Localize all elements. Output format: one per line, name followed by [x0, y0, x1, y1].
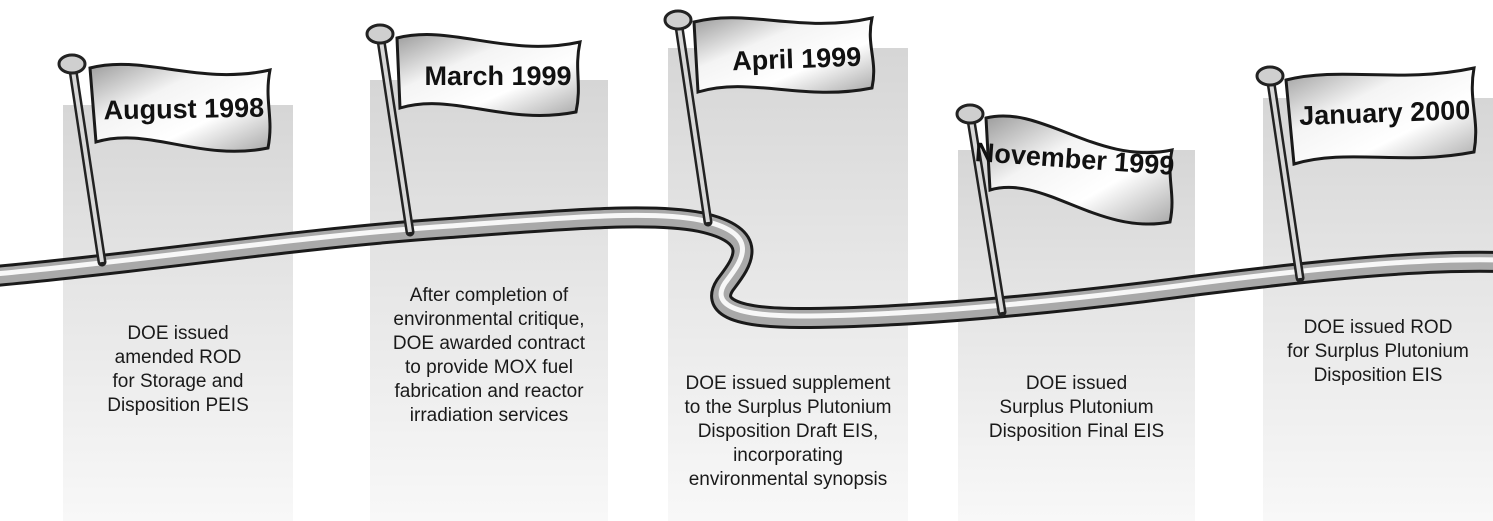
description-line: environmental critique, — [393, 309, 585, 330]
milestone-description-august-1998: DOE issued amended ROD for Storage and D… — [63, 322, 293, 418]
flag-pole-highlight — [378, 33, 412, 233]
milestone-description-january-2000: DOE issued ROD for Surplus Plutonium Dis… — [1263, 316, 1493, 388]
pole-knob-icon — [663, 9, 693, 31]
milestone-description-march-1999: After completion of environmental critiq… — [370, 284, 608, 428]
milestone-date: April 1999 — [732, 42, 862, 76]
flag-icon — [984, 114, 1174, 226]
description-line: DOE issued — [127, 323, 229, 344]
description-line: After completion of — [409, 285, 569, 306]
description-line: Surplus Plutonium — [999, 397, 1154, 418]
flag-icon — [692, 16, 876, 94]
description-line: for Surplus Plutonium — [1287, 341, 1469, 362]
pole-knob-icon — [365, 23, 395, 45]
pole-knob-icon — [1255, 65, 1285, 87]
flag-icon — [88, 62, 272, 153]
milestone-panel-august-1998 — [63, 105, 293, 521]
description-line: to provide MOX fuel — [405, 357, 573, 378]
timeline-road — [0, 206, 1493, 330]
milestone-date: August 1998 — [103, 93, 264, 126]
flag-pole-highlight — [676, 19, 710, 223]
milestone-description-november-1999: DOE issued Surplus Plutonium Disposition… — [958, 372, 1195, 444]
milestone-date: March 1999 — [424, 61, 571, 91]
description-line: Disposition Final EIS — [988, 421, 1165, 442]
description-line: to the Surplus Plutonium — [684, 397, 892, 418]
description-line: incorporating — [733, 445, 843, 466]
flag-pole-highlight — [70, 63, 104, 263]
flag-pole-highlight — [1268, 75, 1302, 279]
description-line: DOE issued — [1025, 373, 1128, 394]
flag-pole-highlight — [968, 113, 1004, 313]
milestone-date: January 2000 — [1299, 95, 1471, 131]
flag-icon — [395, 33, 582, 117]
pole-knob-icon — [57, 53, 87, 75]
description-line: DOE issued ROD — [1303, 317, 1453, 338]
pole-knob-icon — [955, 103, 985, 125]
description-line: irradiation services — [409, 405, 569, 426]
milestone-panel-january-2000 — [1263, 98, 1493, 521]
description-line: environmental synopsis — [688, 469, 888, 490]
description-line: Disposition Draft EIS, — [697, 421, 879, 442]
description-line: DOE issued supplement — [685, 373, 891, 394]
flag-poles — [57, 9, 1305, 317]
flag-icon — [1284, 66, 1478, 166]
description-line: Disposition EIS — [1313, 365, 1443, 386]
description-line: DOE awarded contract — [392, 333, 586, 354]
description-line: fabrication and reactor — [394, 381, 584, 402]
description-line: for Storage and — [112, 371, 244, 392]
milestone-panel-march-1999 — [370, 80, 608, 521]
milestone-description-april-1999: DOE issued supplement to the Surplus Plu… — [668, 372, 908, 492]
description-line: Disposition PEIS — [107, 395, 249, 416]
milestone-panel-april-1999 — [668, 48, 908, 521]
description-line: amended ROD — [114, 347, 242, 368]
